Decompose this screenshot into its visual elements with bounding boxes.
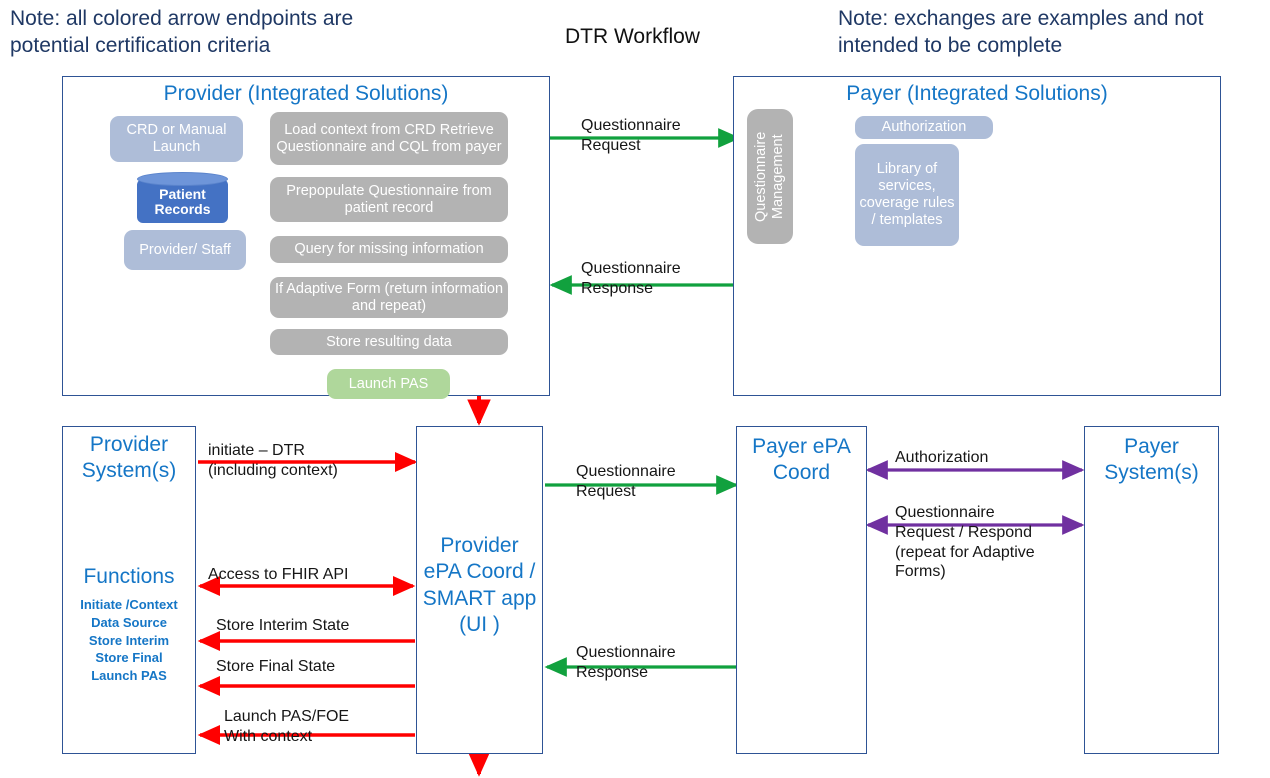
label-authorization-exchange: Authorization (895, 449, 989, 466)
label-store-final-state: Store Final State (216, 658, 336, 675)
function-item: Launch PAS (91, 668, 167, 684)
payer-systems-box (1084, 426, 1219, 754)
function-item: Store Final (95, 650, 163, 666)
label-store-interim-state: Store Interim State (216, 617, 350, 634)
label-launch-pas-foe: Launch PAS/FOE With context (224, 708, 350, 745)
function-item: Initiate /Context (80, 597, 178, 612)
label-bottom-questionnaire-response: Questionnaire Response (576, 644, 676, 681)
note-left: Note: all colored arrow endpoints are po… (10, 7, 354, 57)
label-bottom-questionnaire-request: Questionnaire Request (576, 463, 676, 500)
payer-epa-coord-box (736, 426, 867, 754)
payer-lane-title: Payer (Integrated Solutions) (846, 82, 1108, 105)
step-questionnaire-management[interactable]: Questionnaire Management (747, 109, 793, 244)
function-item: Data Source (91, 614, 167, 630)
payer-epa-coord-title: Payer ePA Coord (752, 435, 851, 485)
label-top-questionnaire-response: Questionnaire Response (581, 260, 681, 297)
step-library-of-services[interactable]: Library of services, coverage rules / te… (855, 144, 959, 246)
provider-systems-box (62, 426, 196, 754)
label-top-questionnaire-request: Questionnaire Request (581, 117, 681, 154)
step-load-context[interactable]: Load context from CRD Retrieve Questionn… (270, 112, 508, 165)
provider-epa-coord-title: Provider ePA Coord / SMART app (UI ) (422, 534, 537, 637)
page-title: DTR Workflow (565, 25, 700, 48)
step-crd-or-manual-launch[interactable]: CRD or Manual Launch (110, 116, 243, 162)
provider-epa-coord-box (416, 426, 543, 754)
note-right: Note: exchanges are examples and not int… (838, 7, 1204, 57)
step-if-adaptive-form[interactable]: If Adaptive Form (return information and… (270, 277, 508, 318)
provider-systems-title: Provider System(s) (81, 433, 177, 483)
step-provider-staff[interactable]: Provider/ Staff (124, 230, 246, 270)
function-item: Store Interim (88, 632, 170, 648)
step-store-resulting-data[interactable]: Store resulting data (270, 329, 508, 355)
provider-lane-title: Provider (Integrated Solutions) (163, 82, 449, 105)
label-initiate-dtr: initiate – DTR (including context) (208, 442, 338, 479)
step-query-missing-information[interactable]: Query for missing information (270, 236, 508, 263)
step-authorization[interactable]: Authorization (855, 116, 993, 139)
label-access-to-fhir-api: Access to FHIR API (208, 566, 349, 583)
provider-systems-functions-list: Initiate /Context Data Source Store Inte… (62, 596, 196, 685)
database-patient-records-label: Patient Records (154, 185, 211, 218)
payer-systems-title: Payer System(s) (1104, 435, 1199, 485)
step-launch-pas[interactable]: Launch PAS (327, 369, 450, 399)
provider-systems-functions-title: Functions (83, 565, 175, 588)
database-patient-records[interactable]: Patient Records (137, 172, 228, 223)
step-prepopulate-questionnaire[interactable]: Prepopulate Questionnaire from patient r… (270, 177, 508, 222)
label-questionnaire-request-respond: Questionnaire Request / Respond (repeat … (895, 504, 1035, 581)
